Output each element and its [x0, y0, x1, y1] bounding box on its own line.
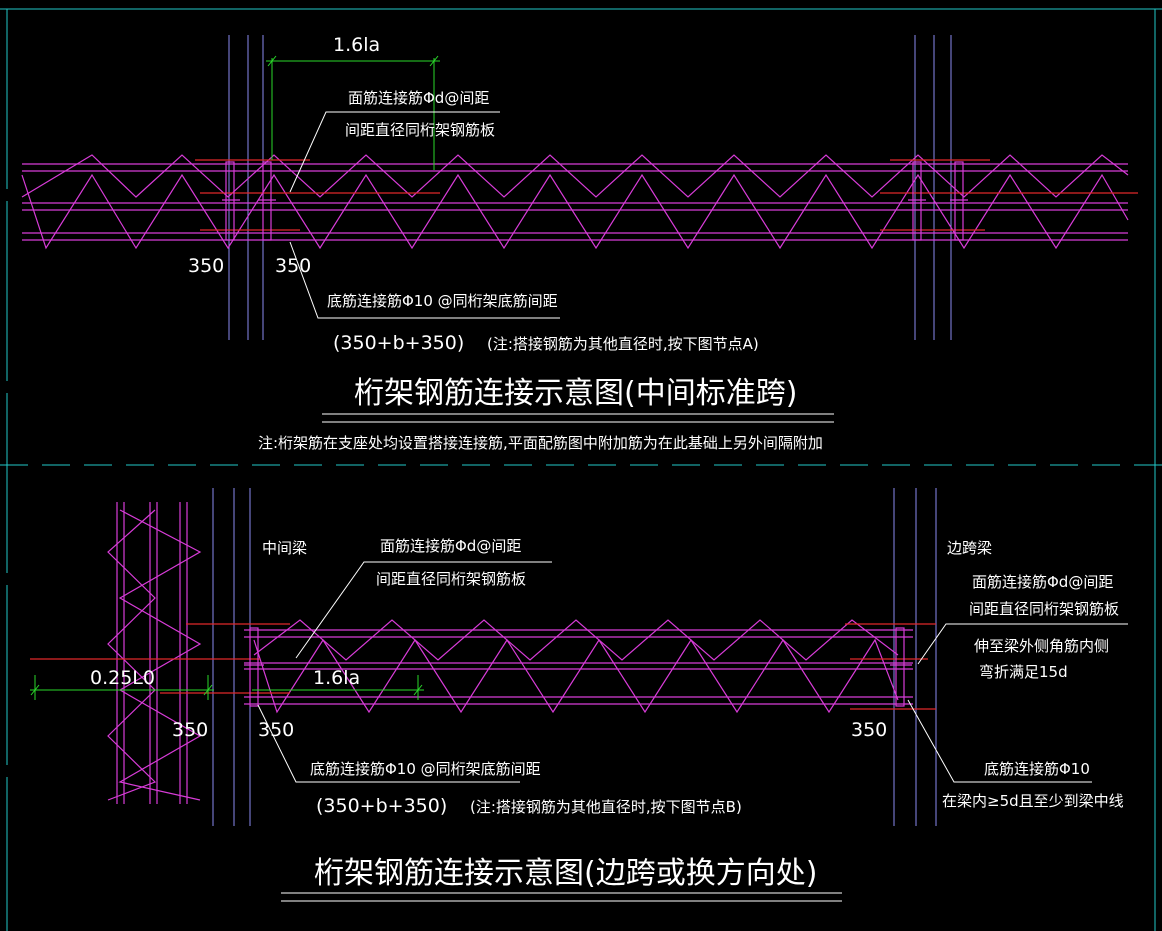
top-title-underline — [322, 413, 834, 423]
top-left-350: 350 — [188, 255, 224, 277]
bottom-title-underline — [281, 892, 842, 902]
bottom-truss-chords — [244, 629, 913, 705]
top-bottom-note: 底筋连接筋Φ10 @同桁架底筋间距 — [327, 292, 558, 310]
top-right-350: 350 — [275, 255, 311, 277]
bottom-diagram: 中间梁 边跨梁 面筋连接筋Φd@间距 间距直径同桁架钢筋板 面筋连接筋Φd@间距… — [30, 488, 1128, 902]
bottom-dim-025: 0.25L0 — [90, 667, 155, 689]
bottom-mid-beam: 中间梁 — [262, 539, 307, 557]
top-leaders — [289, 111, 560, 319]
bottom-formula: (350+b+350) — [316, 795, 447, 817]
bottom-dim-lines — [30, 675, 424, 700]
bottom-title: 桁架钢筋连接示意图(边跨或换方向处) — [314, 856, 817, 891]
bottom-vertical-truss — [107, 502, 202, 804]
top-dim-1-6la — [266, 55, 440, 170]
bottom-bottom-note: 底筋连接筋Φ10 @同桁架底筋间距 — [310, 760, 541, 778]
drawing-frame — [0, 8, 1162, 931]
bottom-mid-350: 350 — [258, 719, 294, 741]
bottom-face-note-line2: 间距直径同桁架钢筋板 — [376, 570, 526, 588]
bottom-formula-note: (注:搭接钢筋为其他直径时,按下图节点B) — [470, 798, 742, 816]
bottom-truss-zigzag-lower — [253, 638, 899, 714]
bottom-right-350: 350 — [851, 719, 887, 741]
bottom-right-bottom-note-line2: 在梁内≥5d且至少到梁中线 — [942, 792, 1124, 810]
bottom-red-bars — [30, 623, 936, 710]
top-red-bars — [195, 159, 1138, 231]
bottom-left-350: 350 — [172, 719, 208, 741]
top-title: 桁架钢筋连接示意图(中间标准跨) — [354, 376, 797, 411]
bottom-leaders — [257, 561, 1128, 783]
bottom-right-note-line3: 伸至梁外侧角筋内侧 — [974, 637, 1109, 655]
top-truss-chords — [22, 163, 1128, 241]
bottom-right-note-line2: 间距直径同桁架钢筋板 — [969, 600, 1119, 618]
bottom-dim-16: 1.6la — [313, 667, 360, 689]
top-support-plates — [222, 161, 968, 241]
top-face-note-line1: 面筋连接筋Φd@间距 — [348, 89, 489, 107]
top-general-note: 注:桁架筋在支座处均设置搭接连接筋,平面配筋图中附加筋为在此基础上另外间隔附加 — [258, 434, 823, 452]
bottom-right-bottom-note-line1: 底筋连接筋Φ10 — [984, 760, 1090, 778]
bottom-face-note-line1: 面筋连接筋Φd@间距 — [380, 537, 521, 555]
top-diagram: 1.6la 面筋连接筋Φd@间距 间距直径同桁架钢筋板 350 350 底筋连接… — [21, 34, 1138, 452]
bottom-axis-lines — [212, 488, 937, 826]
top-truss-zigzag-lower — [21, 173, 1129, 250]
bottom-right-note-line4: 弯折满足15d — [979, 663, 1068, 681]
bottom-right-note-line1: 面筋连接筋Φd@间距 — [972, 573, 1113, 591]
top-formula: (350+b+350) — [333, 332, 464, 354]
top-truss-zigzag-upper — [21, 154, 1129, 198]
top-face-note-line2: 间距直径同桁架钢筋板 — [345, 121, 495, 139]
bottom-edge-beam: 边跨梁 — [947, 539, 992, 557]
top-formula-note: (注:搭接钢筋为其他直径时,按下图节点A) — [487, 335, 759, 353]
top-dim-label: 1.6la — [333, 34, 380, 56]
bottom-truss-zigzag-upper — [253, 619, 899, 661]
bottom-support-plates — [244, 627, 912, 707]
